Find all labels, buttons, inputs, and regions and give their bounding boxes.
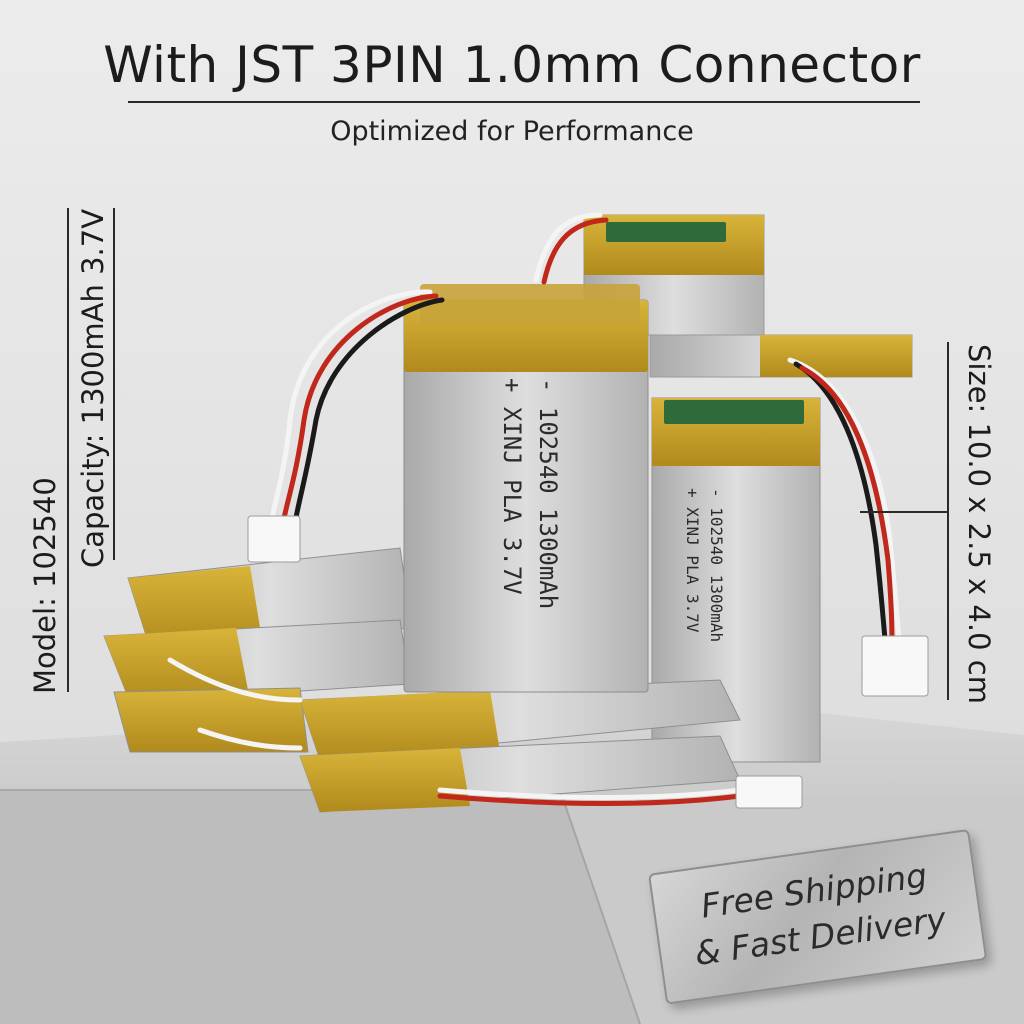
lead-wires (167, 212, 903, 806)
battery-cell-horizontal (649, 334, 913, 378)
headline: With JST 3PIN 1.0mm Connector (103, 36, 921, 94)
cell-print-right-line1: - 102540 1300mAh (707, 488, 726, 643)
dimension-markers (67, 208, 949, 700)
battery-cell-back (583, 214, 765, 336)
size-label: Size: 10.0 x 2.5 x 4.0 cm (962, 344, 996, 704)
jst-connectors (247, 515, 929, 809)
subheadline: Optimized for Performance (330, 116, 694, 147)
battery-cell-main (403, 284, 649, 693)
cell-print-right-line2: + XINJ PLA 3.7V (683, 488, 702, 633)
cell-print-line2: + XINJ PLA 3.7V (498, 378, 526, 595)
battery-stack-front (299, 679, 741, 813)
cell-print-line1: - 102540 1300mAh (534, 378, 562, 610)
model-label: Model: 102540 (28, 477, 62, 694)
battery-stack-left (103, 547, 413, 753)
capacity-label: Capacity: 1300mAh 3.7V (76, 208, 110, 568)
headline-underline (128, 101, 920, 103)
